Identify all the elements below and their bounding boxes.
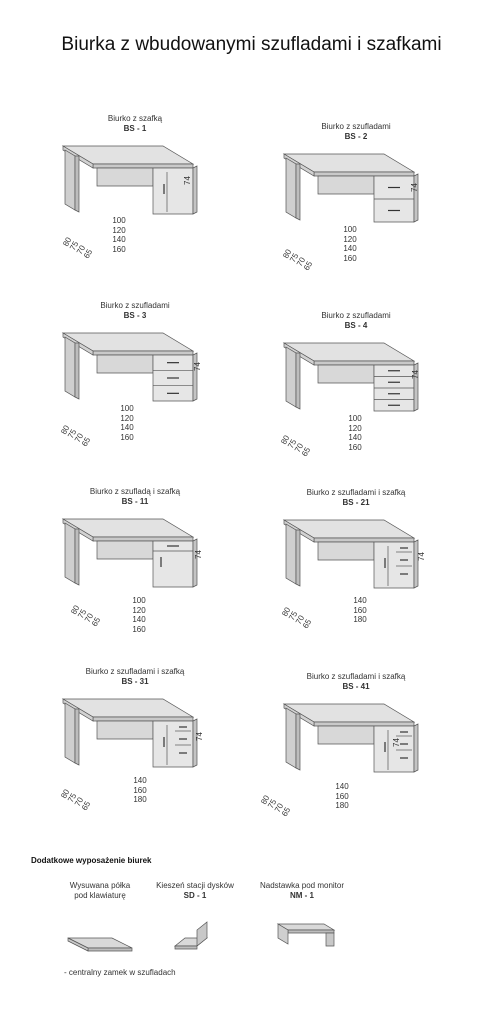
desk-name: Biurko z szufladą i szafką — [89, 487, 181, 496]
desk-drawing — [61, 332, 198, 402]
width-value: 100 — [132, 596, 146, 605]
width-value: 120 — [112, 225, 126, 235]
desk-height: 74 — [192, 362, 202, 371]
width-value: 100 — [112, 216, 126, 225]
desk-code: BS - 3 — [123, 311, 147, 320]
desk-code: BS - 2 — [344, 132, 368, 141]
desk-code: BS - 21 — [342, 498, 370, 507]
width-value: 140 — [353, 596, 367, 605]
desk-drawing — [282, 519, 419, 589]
desk-code: BS - 41 — [342, 682, 370, 691]
desk-name: Biurko z szafką — [107, 114, 163, 123]
accessory-code: SD - 1 — [183, 891, 207, 900]
desk-drawing — [61, 145, 198, 215]
accessory-name: Wysuwana półka — [69, 881, 131, 890]
width-value: 120 — [132, 605, 146, 615]
width-value: 160 — [120, 432, 134, 442]
desk-code: BS - 11 — [121, 497, 149, 506]
accessory-disk-pocket: Kieszeń stacji dysków SD - 1 — [145, 881, 245, 950]
width-value: 140 — [133, 776, 147, 785]
keyboard-shelf-drawing — [67, 937, 133, 952]
desk-name: Biurko z szufladami — [100, 301, 170, 310]
desk-name: Biurko z szufladami i szafką — [85, 667, 185, 676]
width-value: 160 — [335, 791, 349, 801]
accessory-name: Kieszeń stacji dysków — [156, 881, 234, 890]
desk-height: 74 — [182, 176, 192, 185]
width-value: 180 — [133, 795, 147, 804]
desk-drawing — [61, 698, 198, 768]
width-value: 140 — [112, 235, 126, 244]
width-value: 140 — [348, 433, 362, 442]
width-value: 140 — [343, 244, 357, 253]
desk-code: BS - 1 — [123, 124, 147, 133]
accessory-keyboard-shelf: Wysuwana półka pod klawiaturę — [50, 881, 150, 952]
width-value: 180 — [335, 801, 349, 810]
disk-pocket-drawing — [174, 921, 208, 950]
accessory-name-line2: pod klawiaturę — [74, 891, 126, 900]
width-value: 100 — [120, 404, 134, 413]
desk-drawing — [61, 518, 198, 588]
width-value: 140 — [120, 423, 134, 432]
width-value: 160 — [343, 253, 357, 263]
desk-drawing — [282, 342, 419, 412]
desk-code: BS - 4 — [344, 321, 368, 330]
width-value: 100 — [348, 414, 362, 423]
desk-drawing — [282, 703, 419, 773]
desk-height: 74 — [410, 370, 420, 379]
width-value: 160 — [353, 605, 367, 615]
desk-height: 74 — [194, 732, 204, 741]
width-value: 140 — [132, 615, 146, 624]
desk-height: 74 — [416, 552, 426, 561]
width-value: 140 — [335, 782, 349, 791]
desk-name: Biurko z szufladami — [321, 122, 391, 131]
width-value: 160 — [132, 624, 146, 634]
width-value: 160 — [348, 442, 362, 452]
footnote: - centralny zamek w szufladach — [64, 968, 176, 977]
desk-drawing — [282, 153, 419, 223]
monitor-stand-drawing — [276, 923, 336, 947]
page-title: Biurka z wbudowanymi szufladami i szafka… — [61, 34, 442, 55]
accessory-code: NM - 1 — [290, 891, 314, 900]
desk-name: Biurko z szufladami i szafką — [306, 672, 406, 681]
width-value: 120 — [348, 423, 362, 433]
width-value: 160 — [112, 244, 126, 254]
accessory-monitor-stand: Nadstawka pod monitor NM - 1 — [252, 881, 352, 947]
extras-heading: Dodatkowe wyposażenie biurek — [31, 856, 152, 865]
desk-height: 74 — [391, 738, 401, 747]
width-value: 120 — [343, 234, 357, 244]
desk-name: Biurko z szufladami i szafką — [306, 488, 406, 497]
width-value: 100 — [343, 225, 357, 234]
width-value: 120 — [120, 413, 134, 423]
desk-height: 74 — [409, 183, 419, 192]
width-value: 180 — [353, 615, 367, 624]
desk-name: Biurko z szufladami — [321, 311, 391, 320]
desk-height: 74 — [193, 550, 203, 559]
accessory-name: Nadstawka pod monitor — [259, 881, 345, 890]
desk-code: BS - 31 — [121, 677, 149, 686]
width-value: 160 — [133, 785, 147, 795]
